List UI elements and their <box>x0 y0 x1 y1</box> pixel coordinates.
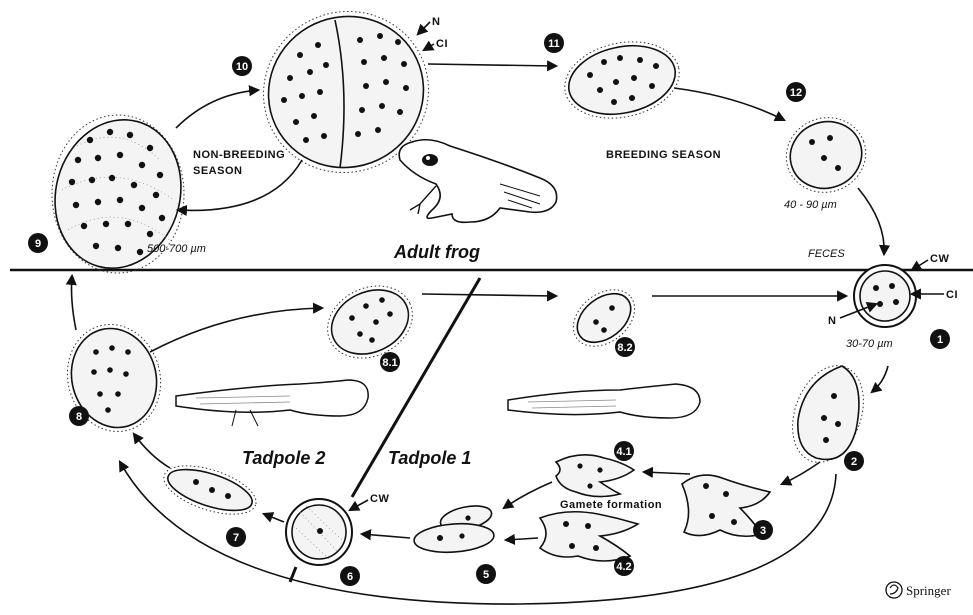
size-label-12: 40 - 90 µm <box>784 199 837 211</box>
stage-badge-6: 6 <box>340 566 360 586</box>
arrow-9-to-10 <box>176 90 258 128</box>
stage-badge-4-1: 4.1 <box>614 441 634 461</box>
stage-badge-4-2: 4.2 <box>614 556 634 576</box>
svg-text:2: 2 <box>851 456 857 468</box>
publisher-name: Springer <box>906 583 951 598</box>
svg-text:8.2: 8.2 <box>617 342 632 354</box>
stage-badge-7: 7 <box>226 527 246 547</box>
svg-text:1: 1 <box>937 334 943 346</box>
svg-text:4.1: 4.1 <box>616 446 631 458</box>
stage-4-1-cell <box>556 455 634 497</box>
stage-badge-8: 8 <box>69 406 89 426</box>
pointer-cw-feces <box>912 260 928 270</box>
arrow-4-1-to-5 <box>504 482 552 508</box>
adult-frog-illustration <box>399 140 556 223</box>
svg-text:5: 5 <box>483 569 489 581</box>
stage-6-cyst <box>286 499 352 565</box>
stage-12-cell <box>776 107 876 204</box>
label-ci-top: CI <box>436 38 448 50</box>
arrow-7-to-8 <box>134 434 170 468</box>
arrow-3-to-4-1 <box>644 472 690 474</box>
label-n-top: N <box>432 16 440 28</box>
size-label-1: 30-70 µm <box>846 338 893 350</box>
stage-badge-8-1: 8.1 <box>380 352 400 372</box>
arrow-12-to-1 <box>858 188 884 254</box>
label-feces: FECES <box>808 248 845 260</box>
stage-badge-8-2: 8.2 <box>615 337 635 357</box>
label-ci-feces: CI <box>946 289 958 301</box>
svg-text:8: 8 <box>76 411 82 423</box>
svg-text:4.2: 4.2 <box>616 561 631 573</box>
stage-11-cell <box>558 32 687 129</box>
pointer-ci-top <box>424 44 434 50</box>
svg-text:12: 12 <box>790 87 802 99</box>
label-adult-frog: Adult frog <box>393 242 480 262</box>
publisher-logo: Springer <box>886 582 951 598</box>
svg-text:10: 10 <box>236 61 248 73</box>
stage-8-1-cell <box>316 273 424 372</box>
arrow-1-to-2 <box>872 366 888 392</box>
arrow-10-to-11 <box>428 64 556 66</box>
stage-9-cell <box>39 106 198 283</box>
arrow-8-to-9 <box>72 276 77 330</box>
svg-text:6: 6 <box>347 571 353 583</box>
label-breeding-season: BREEDING SEASON <box>606 149 721 161</box>
arrow-8-1-to-8-2 <box>422 294 556 296</box>
tadpole-2-illustration <box>176 380 368 426</box>
label-tadpole-1: Tadpole 1 <box>388 448 471 468</box>
label-non-breeding-1: NON-BREEDING <box>193 149 285 161</box>
svg-text:11: 11 <box>548 38 560 50</box>
pointer-cw-6 <box>350 500 368 510</box>
stage-5-cells <box>413 502 495 555</box>
arrow-8-to-8-1 <box>150 308 322 352</box>
svg-text:9: 9 <box>35 238 41 250</box>
stage-4-2-cell <box>540 512 638 561</box>
stage-badge-10: 10 <box>232 56 252 76</box>
stage-badge-5: 5 <box>476 564 496 584</box>
stage-badge-9: 9 <box>28 233 48 253</box>
tadpole-1-illustration <box>508 384 700 418</box>
arrow-6-to-7 <box>264 514 284 522</box>
stage-badge-12: 12 <box>786 82 806 102</box>
label-cw-6: CW <box>370 493 389 505</box>
arrow-2-to-3 <box>782 462 820 484</box>
arrow-11-to-12 <box>674 88 784 120</box>
label-n-feces: N <box>828 315 836 327</box>
label-tadpole-2: Tadpole 2 <box>242 448 325 468</box>
stage-badge-3: 3 <box>753 520 773 540</box>
arrow-5-to-6 <box>362 534 410 538</box>
stage-badge-1: 1 <box>930 329 950 349</box>
label-cw-feces: CW <box>930 253 949 265</box>
size-label-9: 500-700 µm <box>147 243 206 255</box>
stage-badge-11: 11 <box>544 33 564 53</box>
svg-text:7: 7 <box>233 532 239 544</box>
stage-badge-2: 2 <box>844 451 864 471</box>
pointer-n-top <box>418 22 430 34</box>
label-gamete-formation: Gamete formation <box>560 499 662 511</box>
svg-text:8.1: 8.1 <box>382 357 397 369</box>
stage-1-cyst <box>854 265 916 327</box>
label-non-breeding-2: SEASON <box>193 165 242 177</box>
svg-text:3: 3 <box>760 525 766 537</box>
arrow-4-2-to-5 <box>506 538 538 540</box>
